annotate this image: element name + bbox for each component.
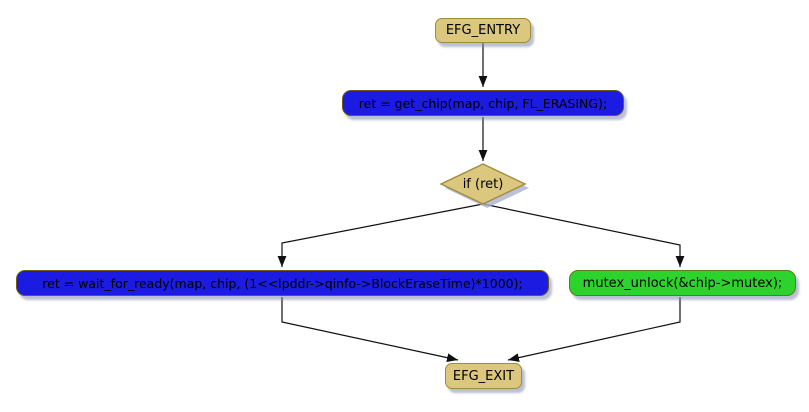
node-mutex-unlock-statement: mutex_unlock(&chip->mutex); <box>569 270 796 296</box>
decision-if-ret-shape <box>439 163 527 205</box>
node-efg-entry: EFG_ENTRY <box>435 18 531 43</box>
node-efg-exit: EFG_EXIT <box>445 363 522 389</box>
edge-ifret-to-mutex <box>482 203 685 267</box>
node-wait-for-ready-statement: ret = wait_for_ready(map, chip, (1<<lpdd… <box>16 270 549 296</box>
edge-ifret-to-wait <box>277 203 484 267</box>
edge-wait-to-exit <box>281 297 459 362</box>
edge-mutex-to-exit <box>507 297 681 362</box>
node-get-chip-statement: ret = get_chip(map, chip, FL_ERASING); <box>342 90 624 116</box>
decision-if-ret-label: if (ret) <box>462 177 504 192</box>
